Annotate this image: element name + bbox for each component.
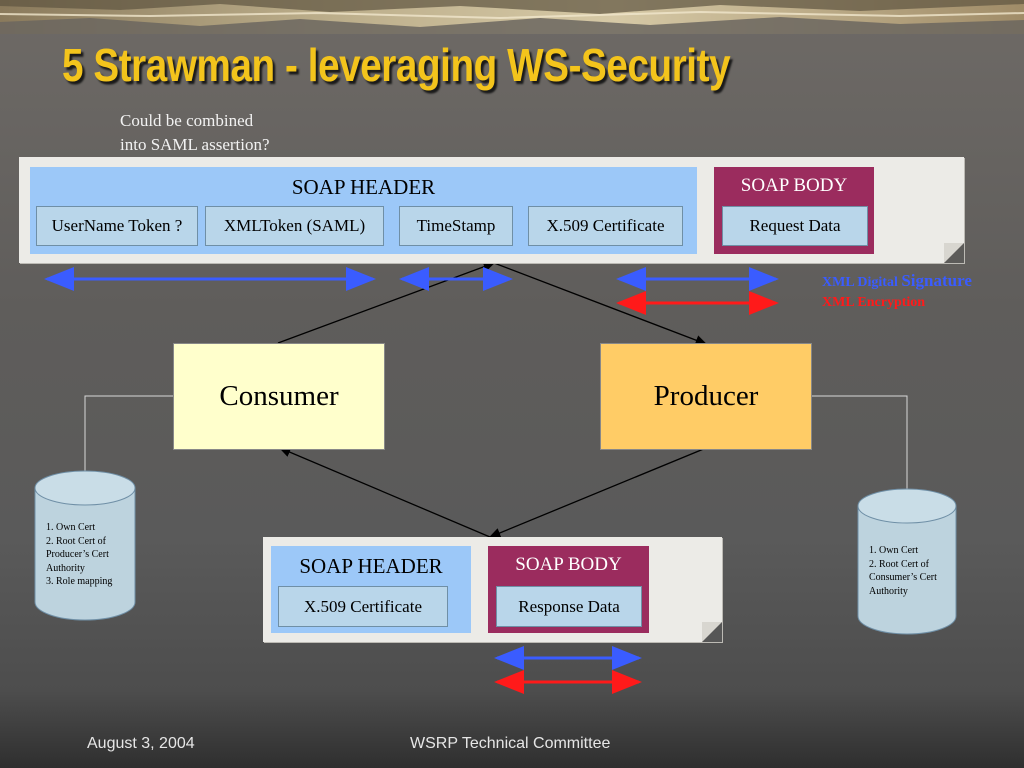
saml-note-line-2: into SAML assertion? bbox=[120, 135, 270, 154]
response-to-consumer-arrow bbox=[278, 447, 491, 538]
response-x509-certificate: X.509 Certificate bbox=[278, 586, 448, 627]
saml-note: Could be combined into SAML assertion? bbox=[120, 109, 270, 157]
legend-signature: XML Digital Signature bbox=[822, 271, 972, 291]
producer-to-response-arrow bbox=[488, 447, 707, 538]
producer-store-link bbox=[811, 395, 908, 492]
footer-organization: WSRP Technical Committee bbox=[410, 735, 611, 752]
producer-box: Producer bbox=[600, 343, 812, 450]
consumer-to-request-arrow bbox=[277, 261, 496, 344]
xml-token-saml: XMLToken (SAML) bbox=[205, 206, 384, 246]
request-header-label: SOAP HEADER bbox=[291, 175, 436, 199]
saml-note-line-1: Could be combined bbox=[120, 111, 254, 130]
legend-signature-word: Signature bbox=[901, 271, 972, 290]
producer-label: Producer bbox=[653, 380, 759, 412]
store-line: 1. Own Cert bbox=[869, 545, 919, 556]
username-token: UserName Token ? bbox=[36, 206, 198, 246]
consumer-box: Consumer bbox=[173, 343, 385, 450]
consumer-label: Consumer bbox=[219, 380, 339, 412]
store-line: Authority bbox=[869, 585, 908, 597]
request-data: Request Data bbox=[722, 206, 868, 246]
response-header-label: SOAP HEADER bbox=[299, 554, 443, 578]
timestamp-token: TimeStamp bbox=[399, 206, 513, 246]
producer-cert-store-icon bbox=[857, 488, 957, 635]
consumer-cert-store-text: 1. Own Cert 2. Root Cert of Producer’s C… bbox=[46, 521, 112, 589]
legend-signature-prefix: XML Digital bbox=[822, 275, 902, 290]
x509-certificate-token: X.509 Certificate bbox=[528, 206, 683, 246]
request-body-label: SOAP BODY bbox=[740, 175, 848, 196]
legend-encryption: XML Encryption bbox=[822, 295, 926, 310]
store-line: Consumer’s Cert bbox=[869, 572, 937, 583]
producer-cert-store-text: 1. Own Cert 2. Root Cert of Consumer’s C… bbox=[869, 544, 937, 598]
consumer-cert-store-icon bbox=[34, 470, 136, 621]
request-to-producer-arrow bbox=[493, 262, 708, 346]
store-line: 1. Own Cert bbox=[46, 522, 96, 533]
store-line: 2. Root Cert of bbox=[869, 558, 929, 570]
response-data: Response Data bbox=[496, 586, 642, 627]
store-line: 3. Role mapping bbox=[46, 576, 113, 587]
store-line: 2. Root Cert of bbox=[46, 535, 106, 547]
slide-title: 5 Strawman - leveraging WS-Security bbox=[62, 39, 731, 91]
store-line: Authority bbox=[46, 562, 85, 574]
consumer-store-link bbox=[84, 395, 173, 476]
store-line: Producer’s Cert bbox=[46, 549, 109, 560]
scroll-fold bbox=[944, 243, 964, 263]
response-body-label: SOAP BODY bbox=[515, 554, 622, 575]
scroll-fold bbox=[702, 622, 722, 642]
header-banner bbox=[0, 0, 1024, 34]
footer-date: August 3, 2004 bbox=[87, 735, 195, 752]
